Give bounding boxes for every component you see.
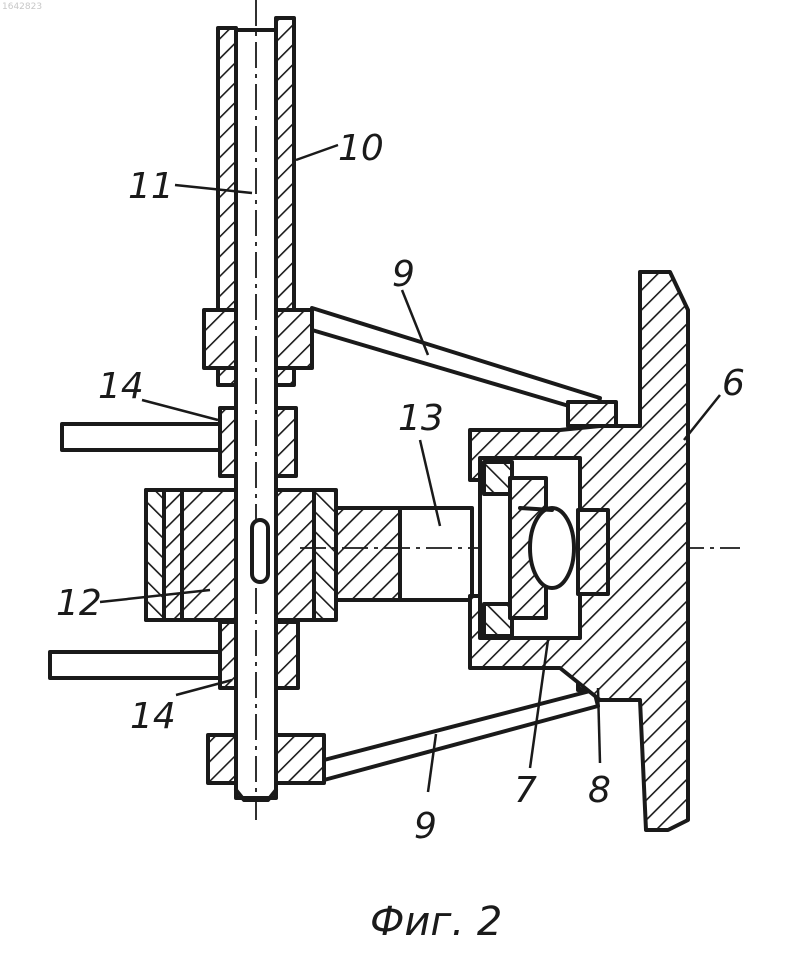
label-13: 13 [398, 398, 444, 439]
rod-9-bottom [324, 666, 618, 780]
label-9-bottom: 9 [414, 806, 437, 847]
figure-caption: Фиг. 2 [370, 899, 502, 945]
label-11: 11 [128, 166, 174, 207]
label-12: 12 [56, 583, 102, 624]
shaft-11 [236, 0, 276, 820]
label-8: 8 [588, 770, 611, 811]
label-7: 7 [514, 770, 537, 811]
label-14-bottom: 14 [130, 696, 176, 737]
rod-9-top [312, 308, 616, 426]
label-10: 10 [338, 128, 384, 169]
watermark-text: 1642823 [2, 2, 42, 12]
label-6: 6 [722, 363, 745, 404]
label-14-top: 14 [98, 366, 144, 407]
label-9-top: 9 [392, 254, 415, 295]
